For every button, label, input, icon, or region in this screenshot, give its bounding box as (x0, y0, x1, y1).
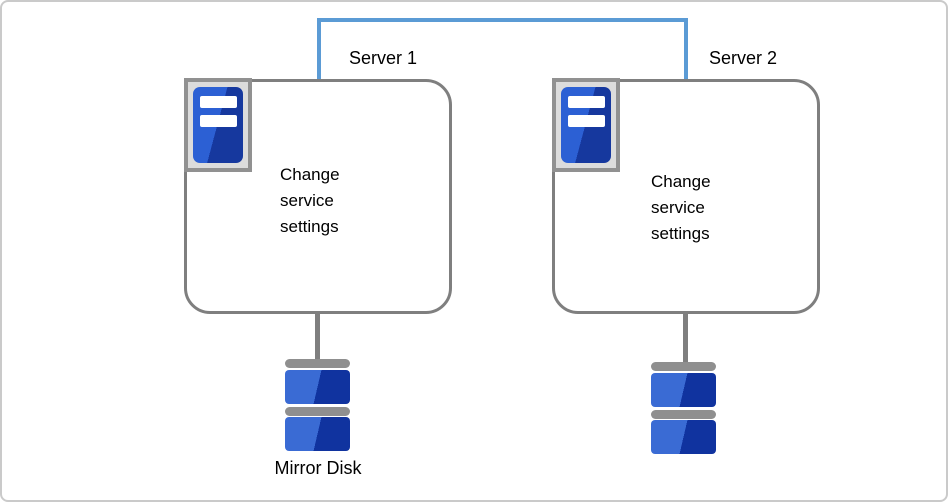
mirror-disk-label: Mirror Disk (274, 458, 362, 478)
server2-label: Server 2 (709, 48, 778, 68)
disk-separator-bar (651, 362, 716, 371)
server1-action-text: Change service settings (280, 165, 340, 236)
disk-platter (651, 420, 716, 454)
server1-tower-icon (184, 78, 252, 172)
server2-tower-icon (552, 78, 620, 172)
drive-bay-slot-icon (568, 96, 605, 108)
server1-mirror-disk-icon (285, 359, 350, 451)
disk-platter (285, 370, 350, 404)
server2-action-text: Change service settings (651, 172, 711, 243)
server1-label: Server 1 (349, 48, 418, 68)
disk-platter (651, 373, 716, 407)
server2-mirror-disk-icon (651, 362, 716, 454)
drive-bay-slot-icon (200, 96, 237, 108)
server1-disk-connector-line (315, 314, 320, 361)
drive-bay-slot-icon (200, 115, 237, 127)
tower-server-icon (193, 87, 243, 163)
disk-separator-bar (651, 410, 716, 419)
disk-separator-bar (285, 359, 350, 368)
heartbeat-link-line (317, 18, 688, 80)
drive-bay-slot-icon (568, 115, 605, 127)
server2-disk-connector-line (683, 312, 688, 364)
disk-separator-bar (285, 407, 350, 416)
disk-platter (285, 417, 350, 451)
tower-server-icon (561, 87, 611, 163)
